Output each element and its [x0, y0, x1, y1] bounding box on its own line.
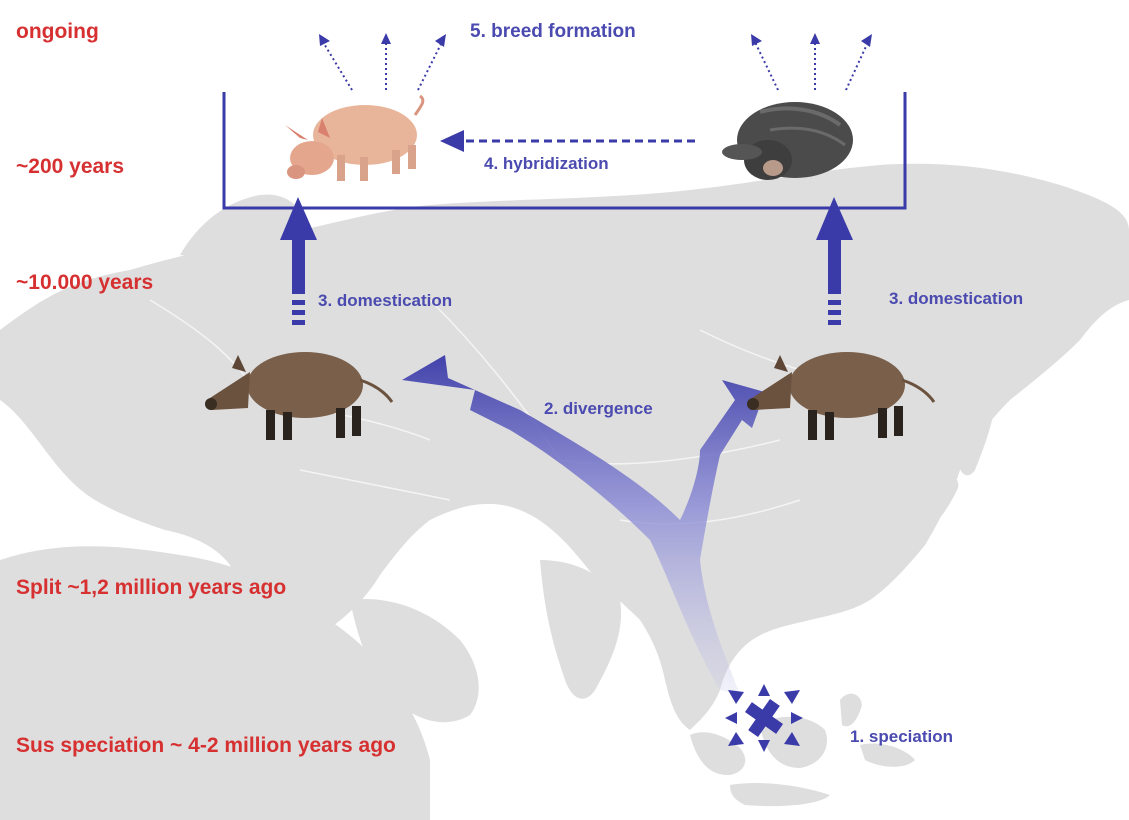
breed-formation-arrows-left [323, 42, 442, 90]
label-hybridization: 4. hybridization [484, 155, 609, 172]
label-divergence: 2. divergence [544, 400, 653, 417]
eurasia-map [0, 164, 1129, 820]
label-domestication-left: 3. domestication [318, 292, 452, 309]
hybridization-arrow [440, 130, 695, 152]
four-way-arrow-icon [725, 684, 803, 752]
label-domestication-right: 3. domestication [889, 290, 1023, 307]
european-domestic-pig-icon [285, 96, 423, 181]
label-speciation: 1. speciation [850, 728, 953, 745]
timeline-200-years: ~200 years [16, 156, 124, 177]
label-breed-formation: 5. breed formation [470, 22, 636, 41]
timeline-split: Split ~1,2 million years ago [16, 577, 286, 598]
timeline-10000-years: ~10.000 years [16, 272, 153, 293]
timeline-ongoing: ongoing [16, 21, 99, 42]
asian-domestic-pig-icon [722, 102, 853, 180]
timeline-speciation: Sus speciation ~ 4-2 million years ago [16, 735, 396, 756]
breed-formation-arrows-right [755, 42, 868, 90]
